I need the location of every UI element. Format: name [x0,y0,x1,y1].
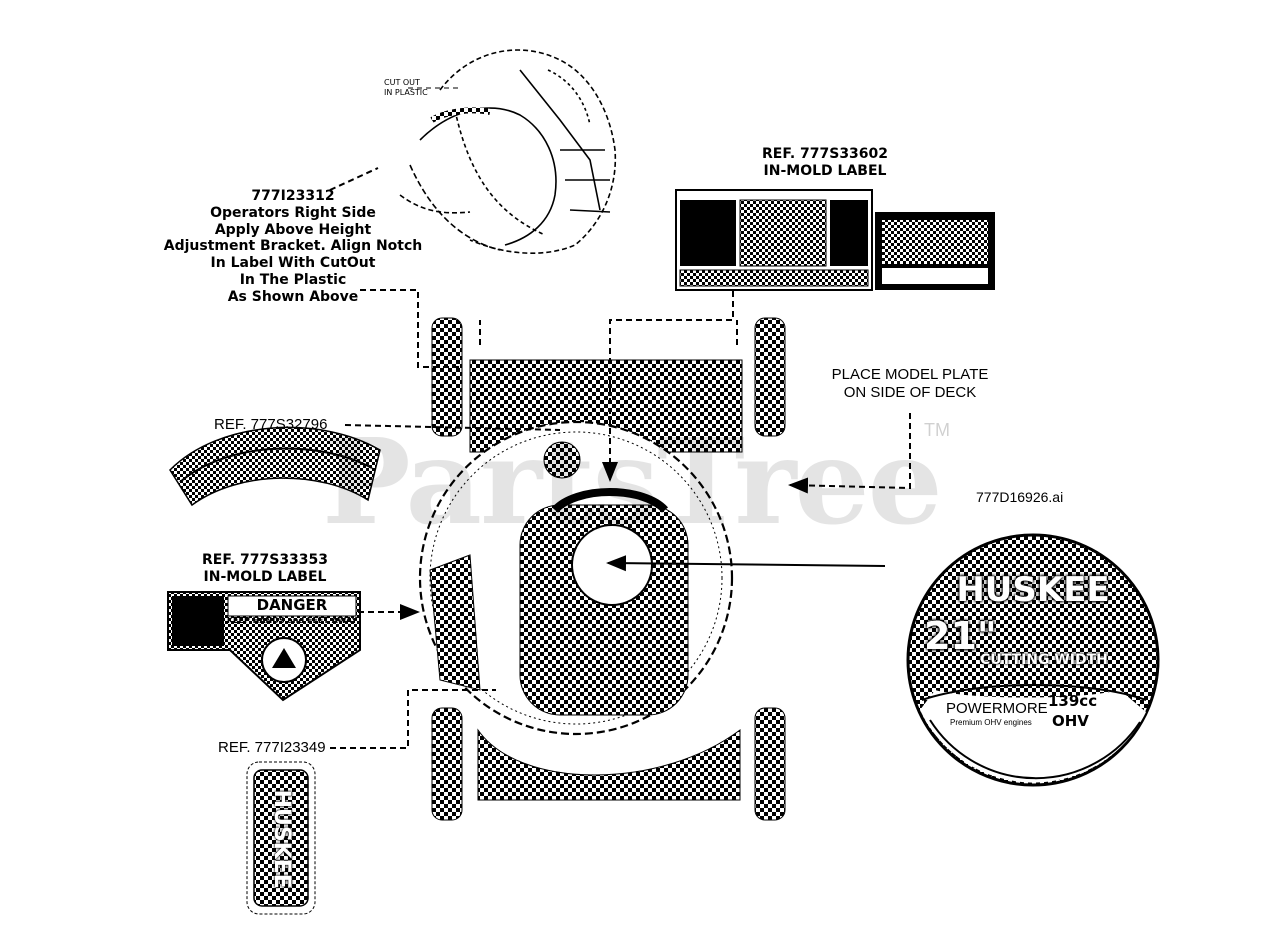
mower-top-view [418,317,786,821]
in-mold-top-ref: REF. 777S33602 IN-MOLD LABEL [730,146,920,180]
badge-size: 21" [924,614,997,658]
badge-displacement: 139cc [1048,692,1098,710]
arc-label-ref: REF. 777S32796 [214,416,328,433]
right-side-note: 777I23312 Operators Right Side Apply Abo… [162,188,424,306]
badge-cutting: CUTTING WIDTH [980,652,1108,668]
model-badge [906,533,1160,787]
in-mold-top-sub: IN-MOLD LABEL [763,162,887,179]
model-plate-line: PLACE MODEL PLATE [831,366,989,383]
right-side-part-number: 777I23312 [251,188,335,204]
badge-engine-brand: POWERMORE [946,700,1048,717]
in-mold-top-ref-text: REF. 777S33602 [761,146,889,162]
badge-engine-sub: Premium OHV engines [950,718,1032,727]
leader-lines [329,87,911,749]
right-side-line: As Shown Above [227,288,359,305]
badge-brand: HUSKEE [956,570,1110,610]
danger-label-sub: IN-MOLD LABEL [203,568,327,585]
right-side-line: In The Plastic [239,271,347,288]
watermark-tm: TM [924,420,950,440]
arc-label [169,426,381,507]
cutout-note: CUT OUT IN PLASTIC [384,78,428,97]
badge-valve: OHV [1052,712,1089,730]
right-side-line: Adjustment Bracket. Align Notch [163,238,423,255]
danger-subtitle: KEEP HANDS and FEET AWAY [226,616,358,625]
right-side-line: Apply Above Height [214,221,372,238]
model-plate-line: ON SIDE OF DECK [843,384,977,401]
right-side-line: In Label With CutOut [210,255,376,272]
danger-label-ref: REF. 777S33353 IN-MOLD LABEL [170,552,360,586]
model-plate-note: PLACE MODEL PLATE ON SIDE OF DECK [810,366,1010,402]
danger-title: DANGER [256,596,328,614]
watermark: PartsTree [322,412,943,551]
handle-bracket-sketch [399,49,617,254]
in-mold-label-top [675,189,995,291]
diagram-id: 777D16926.ai [976,489,1064,505]
right-side-line: Operators Right Side [210,204,376,221]
ref-bottom: REF. 777I23349 [218,739,326,756]
danger-label [167,591,361,702]
vertical-decal [246,761,316,915]
danger-label-ref-text: REF. 777S33353 [201,552,329,568]
vertical-decal-text: HUSKEE [269,789,295,889]
